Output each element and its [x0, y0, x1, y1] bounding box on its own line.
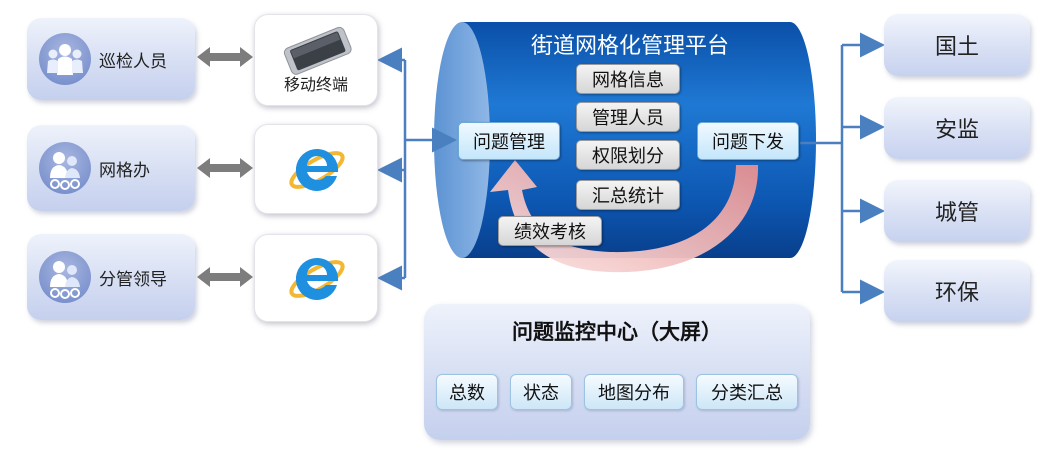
role-card-grid-office: 网格办 — [27, 125, 195, 211]
module-issue-dispatch: 问题下发 — [697, 122, 799, 160]
monitor-title: 问题监控中心（大屏） — [512, 320, 722, 344]
ie-browser-icon — [289, 257, 345, 300]
role-label: 网格办 — [99, 160, 150, 181]
smartphone-icon — [283, 26, 352, 75]
module-statistics: 汇总统计 — [576, 180, 680, 210]
role-card-inspector: 巡检人员 — [27, 18, 195, 100]
module-performance: 绩效考核 — [498, 216, 602, 246]
dest-card-land: 国土 — [884, 14, 1030, 76]
monitor-item-map: 地图分布 — [584, 374, 684, 410]
team-gear-icon — [39, 251, 91, 303]
dest-card-urban: 城管 — [884, 180, 1030, 242]
module-grid-info: 网格信息 — [576, 64, 680, 94]
device-card-mobile: 移动终端 — [254, 14, 378, 106]
module-issue-management: 问题管理 — [458, 122, 560, 160]
monitor-item-category: 分类汇总 — [696, 374, 798, 410]
monitor-item-status: 状态 — [510, 374, 572, 410]
module-permissions: 权限划分 — [576, 140, 680, 170]
monitor-item-total: 总数 — [436, 374, 498, 410]
dest-card-environment: 环保 — [884, 260, 1030, 322]
people-group-icon — [39, 33, 91, 85]
right-connector — [800, 32, 885, 305]
monitor-center: 问题监控中心（大屏） 总数 状态 地图分布 分类汇总 — [424, 304, 810, 440]
platform-title: 街道网格化管理平台 — [530, 34, 729, 59]
role-label: 巡检人员 — [99, 51, 167, 72]
double-arrow — [197, 267, 253, 287]
dest-card-safety: 安监 — [884, 97, 1030, 159]
role-label: 分管领导 — [99, 269, 167, 290]
double-arrow — [197, 158, 253, 178]
module-staff: 管理人员 — [576, 102, 680, 132]
device-card-browser — [254, 234, 378, 322]
left-connector — [377, 47, 457, 291]
device-card-browser — [254, 124, 378, 214]
ie-browser-icon — [289, 148, 345, 191]
role-card-leader: 分管领导 — [27, 234, 195, 320]
double-arrow — [197, 47, 253, 67]
device-caption: 移动终端 — [283, 75, 348, 94]
team-gear-icon — [39, 142, 91, 194]
